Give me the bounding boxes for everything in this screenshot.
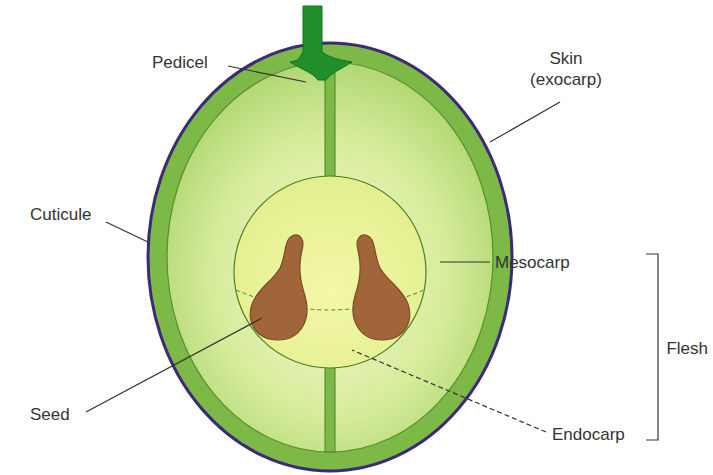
seed-left: [250, 235, 307, 340]
leader-line: [490, 102, 560, 142]
part-label: Endocarp: [552, 424, 625, 445]
leader-line: [106, 222, 150, 243]
endocarp-region: [234, 176, 426, 368]
leader-line: [228, 66, 306, 82]
leader-line: [352, 350, 546, 432]
part-label: Mesocarp: [495, 252, 570, 273]
leader-line: [440, 261, 490, 262]
flesh-bracket: [646, 254, 658, 440]
seed-right: [353, 235, 410, 340]
part-label: Cuticule: [30, 204, 91, 225]
skin-cuticle: [148, 43, 512, 471]
part-label: Pedicel: [152, 52, 208, 73]
leader-line: [86, 318, 262, 412]
mesocarp-flesh: [167, 62, 493, 452]
group-label: Flesh: [666, 338, 708, 359]
part-label: Skin (exocarp): [520, 48, 612, 90]
pedicel-stem: [290, 6, 352, 80]
part-label: Seed: [30, 404, 70, 425]
